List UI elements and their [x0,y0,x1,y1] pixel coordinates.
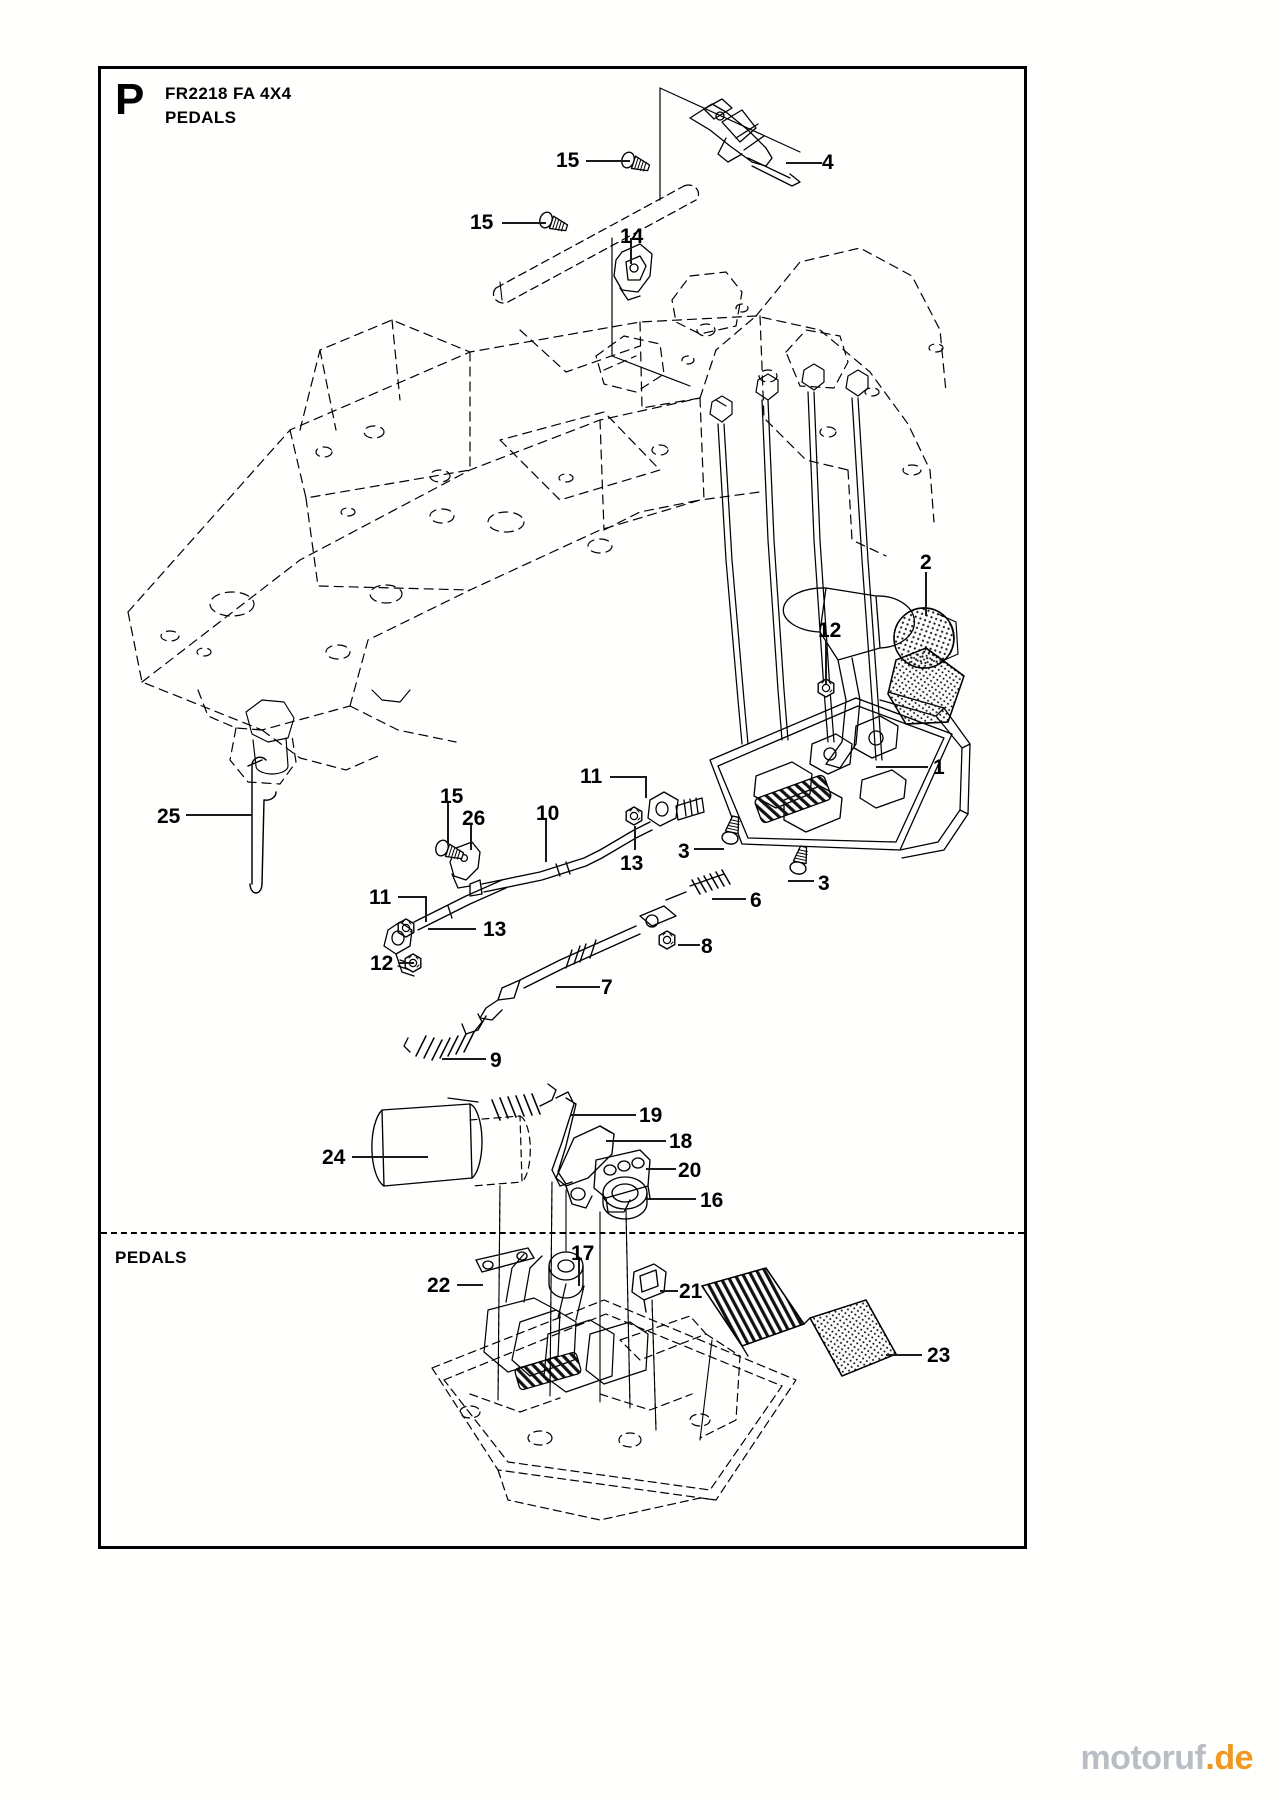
callout-7: 7 [601,976,613,999]
leader-24 [352,1156,428,1158]
leader-8 [678,944,700,946]
leader-14 [630,238,632,264]
leader-13a [634,826,636,850]
leader-17 [578,1260,580,1286]
leader-2 [925,572,927,616]
leader-9 [442,1058,486,1060]
leader-26 [470,824,472,850]
leader-11b-h [398,896,426,898]
callout-3-a: 3 [678,840,690,863]
leader-6 [712,898,746,900]
callout-14: 14 [620,225,644,248]
leader-19 [570,1114,636,1116]
watermark-tld: .de [1205,1739,1253,1777]
diagram-frame [98,66,1027,1549]
callout-15-c: 15 [440,785,464,808]
callout-13-b: 13 [483,918,507,941]
callout-11-a: 11 [580,765,603,788]
sub-section-title: PEDALS [115,1248,187,1267]
callout-25: 25 [157,805,181,828]
callout-18: 18 [669,1130,693,1153]
callout-6: 6 [750,889,762,912]
callout-11-b: 11 [369,886,392,909]
leader-20 [646,1168,676,1170]
leader-18 [606,1140,666,1142]
leader-21 [660,1290,678,1292]
callout-16: 16 [700,1189,724,1212]
callout-12-b: 12 [370,952,394,975]
leader-25 [186,814,252,816]
leader-4 [786,162,822,164]
leader-16 [646,1198,696,1200]
section-title: PEDALS [165,108,237,127]
leader-15c [447,802,449,844]
callout-17: 17 [571,1242,595,1265]
diagram-header: P FR2218 FA 4X4 PEDALS [115,78,535,148]
callout-21: 21 [679,1280,703,1303]
callout-2: 2 [920,551,932,574]
leader-15a [586,160,630,162]
callout-24: 24 [322,1146,346,1169]
section-divider [101,1232,1024,1234]
model-title: FR2218 FA 4X4 [165,84,292,103]
callout-15-b: 15 [470,211,494,234]
callout-1: 1 [933,756,945,779]
callout-10: 10 [536,802,560,825]
callout-13-a: 13 [620,852,644,875]
leader-12a [825,640,827,684]
callout-23: 23 [927,1344,951,1367]
leader-1 [876,766,928,768]
callout-15-a: 15 [556,149,580,172]
section-letter: P [115,75,144,124]
leader-23 [886,1354,922,1356]
callout-19: 19 [639,1104,663,1127]
leader-3a [694,848,724,850]
watermark: motoruf.de [1080,1739,1253,1778]
callout-9: 9 [490,1049,502,1072]
callout-12-a: 12 [818,619,842,642]
callout-22: 22 [427,1274,451,1297]
leader-11a-h [610,776,646,778]
leader-15b [502,222,546,224]
callout-26: 26 [462,807,486,830]
callout-8: 8 [701,935,713,958]
leader-3b [788,880,814,882]
callout-20: 20 [678,1159,702,1182]
callout-3-b: 3 [818,872,830,895]
leader-22 [457,1284,483,1286]
leader-13b [428,928,476,930]
leader-7 [556,986,600,988]
leader-11a-v [645,776,647,798]
leader-12b [398,962,414,964]
watermark-text: motoruf [1080,1739,1206,1777]
leader-11b-v [425,896,427,922]
callout-4: 4 [822,151,834,174]
leader-10 [545,820,547,862]
